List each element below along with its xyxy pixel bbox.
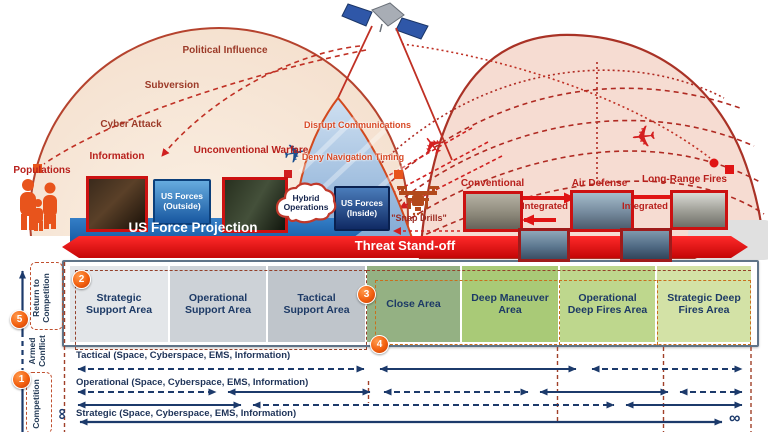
svg-text:✈: ✈ [629,119,658,156]
area-strategic-support-label: Strategic Support Area [85,291,153,316]
hybrid-operations-label: Hybrid Operations [283,193,329,213]
callout-3: 3 [357,285,376,304]
callout-5-number: 5 [16,314,23,325]
operational-row-label: Operational (Space, Cyberspace, EMS, Inf… [76,377,309,388]
deep-areas-divider-1 [559,280,560,345]
political-influence-label: Political Influence [182,45,268,56]
air-defense-label: Air Defense [571,178,628,189]
area-deep-maneuver-label: Deep Maneuver Area [471,291,549,316]
cloud-shape [275,182,337,224]
integrated-right-label: Integrated [622,201,668,212]
satellite-icon [341,2,429,40]
threat-standoff-band [62,236,748,258]
red-bomber-icon: ✈ [629,119,658,156]
subversion-label: Subversion [144,80,200,91]
callout-1: 1 [12,370,31,389]
unconventional-warfare-label: Unconventional Warfare [193,145,309,156]
tactical-row-label: Tactical (Space, Cyberspace, EMS, Inform… [76,350,291,361]
integrated-left-label: Integrated [522,201,568,212]
area-close: Close Area [367,266,460,342]
callout-5: 5 [10,310,29,329]
deep-areas-divider-2 [657,280,658,345]
infinity-left: ∞ [53,408,71,420]
cyber-attack-label: Cyber Attack [100,119,162,130]
populations-icon [20,179,57,231]
infinity-right: ∞ [729,410,741,427]
area-close-label: Close Area [386,297,441,310]
callout-1-number: 1 [18,374,25,385]
callout-4-number: 4 [376,339,383,350]
callout-4: 4 [370,335,389,354]
competition-label: Competition [31,379,41,429]
area-deep-maneuver: Deep Maneuver Area [462,266,558,342]
photo-conventional-forces [463,191,523,232]
support-areas-dashed-outline [75,270,367,350]
drone-icon [397,186,439,216]
deep-areas-dashed-outline [375,280,751,345]
area-operational-support: Operational Support Area [170,266,266,342]
photo-information-ops [86,176,148,232]
area-operational-deep-fires-label: Operational Deep Fires Area [567,291,648,316]
competition-bracket [26,372,52,432]
threat-standoff-label: Threat Stand-off [354,238,456,253]
attack-arrows [373,127,503,209]
us-forces-inside-label: US Forces (Inside) [340,197,384,218]
area-strategic-deep-fires: Strategic Deep Fires Area [657,266,751,342]
photo-air-defense [570,190,634,232]
information-label: Information [89,151,145,162]
area-operational-deep-fires: Operational Deep Fires Area [560,266,655,342]
callout-2-number: 2 [78,274,85,285]
callout-3-number: 3 [363,289,370,300]
area-tactical-support: Tactical Support Area [268,266,365,342]
return-to-competition-label: Return to Competition [31,273,51,323]
photo-navy-ship-2 [620,228,672,262]
snap-drills-label: "Snap Drills" [391,213,447,223]
return-to-competition-bracket [30,262,63,330]
populations-label: Populations [13,165,71,176]
area-tactical-support-label: Tactical Support Area [283,291,350,316]
us-force-projection-label: US Force Projection [128,220,258,235]
us-forces-outside-label: US Forces (Outside) [160,191,204,211]
us-forces-inside-box: US Forces (Inside) [334,186,390,231]
disrupt-communications-label: Disrupt Communications [303,120,411,130]
photo-navy-ship-1 [518,228,570,262]
influence-curves [43,43,711,165]
area-strategic-deep-fires-label: Strategic Deep Fires Area [667,291,741,316]
arc-markers [33,158,734,179]
conventional-label: Conventional [460,178,525,189]
long-range-fires-label: Long-Range Fires [641,174,727,185]
callout-2: 2 [72,270,91,289]
us-forces-outside-box: US Forces (Outside) [153,179,211,225]
area-operational-support-label: Operational Support Area [184,291,252,316]
hybrid-operations-cloud: Hybrid Operations [274,181,338,227]
deny-navigation-timing-label: Deny Navigation Timing [301,152,405,162]
deep-areas-top-dashed-line [367,270,751,271]
strategic-row-label: Strategic (Space, Cyberspace, EMS, Infor… [76,408,297,419]
